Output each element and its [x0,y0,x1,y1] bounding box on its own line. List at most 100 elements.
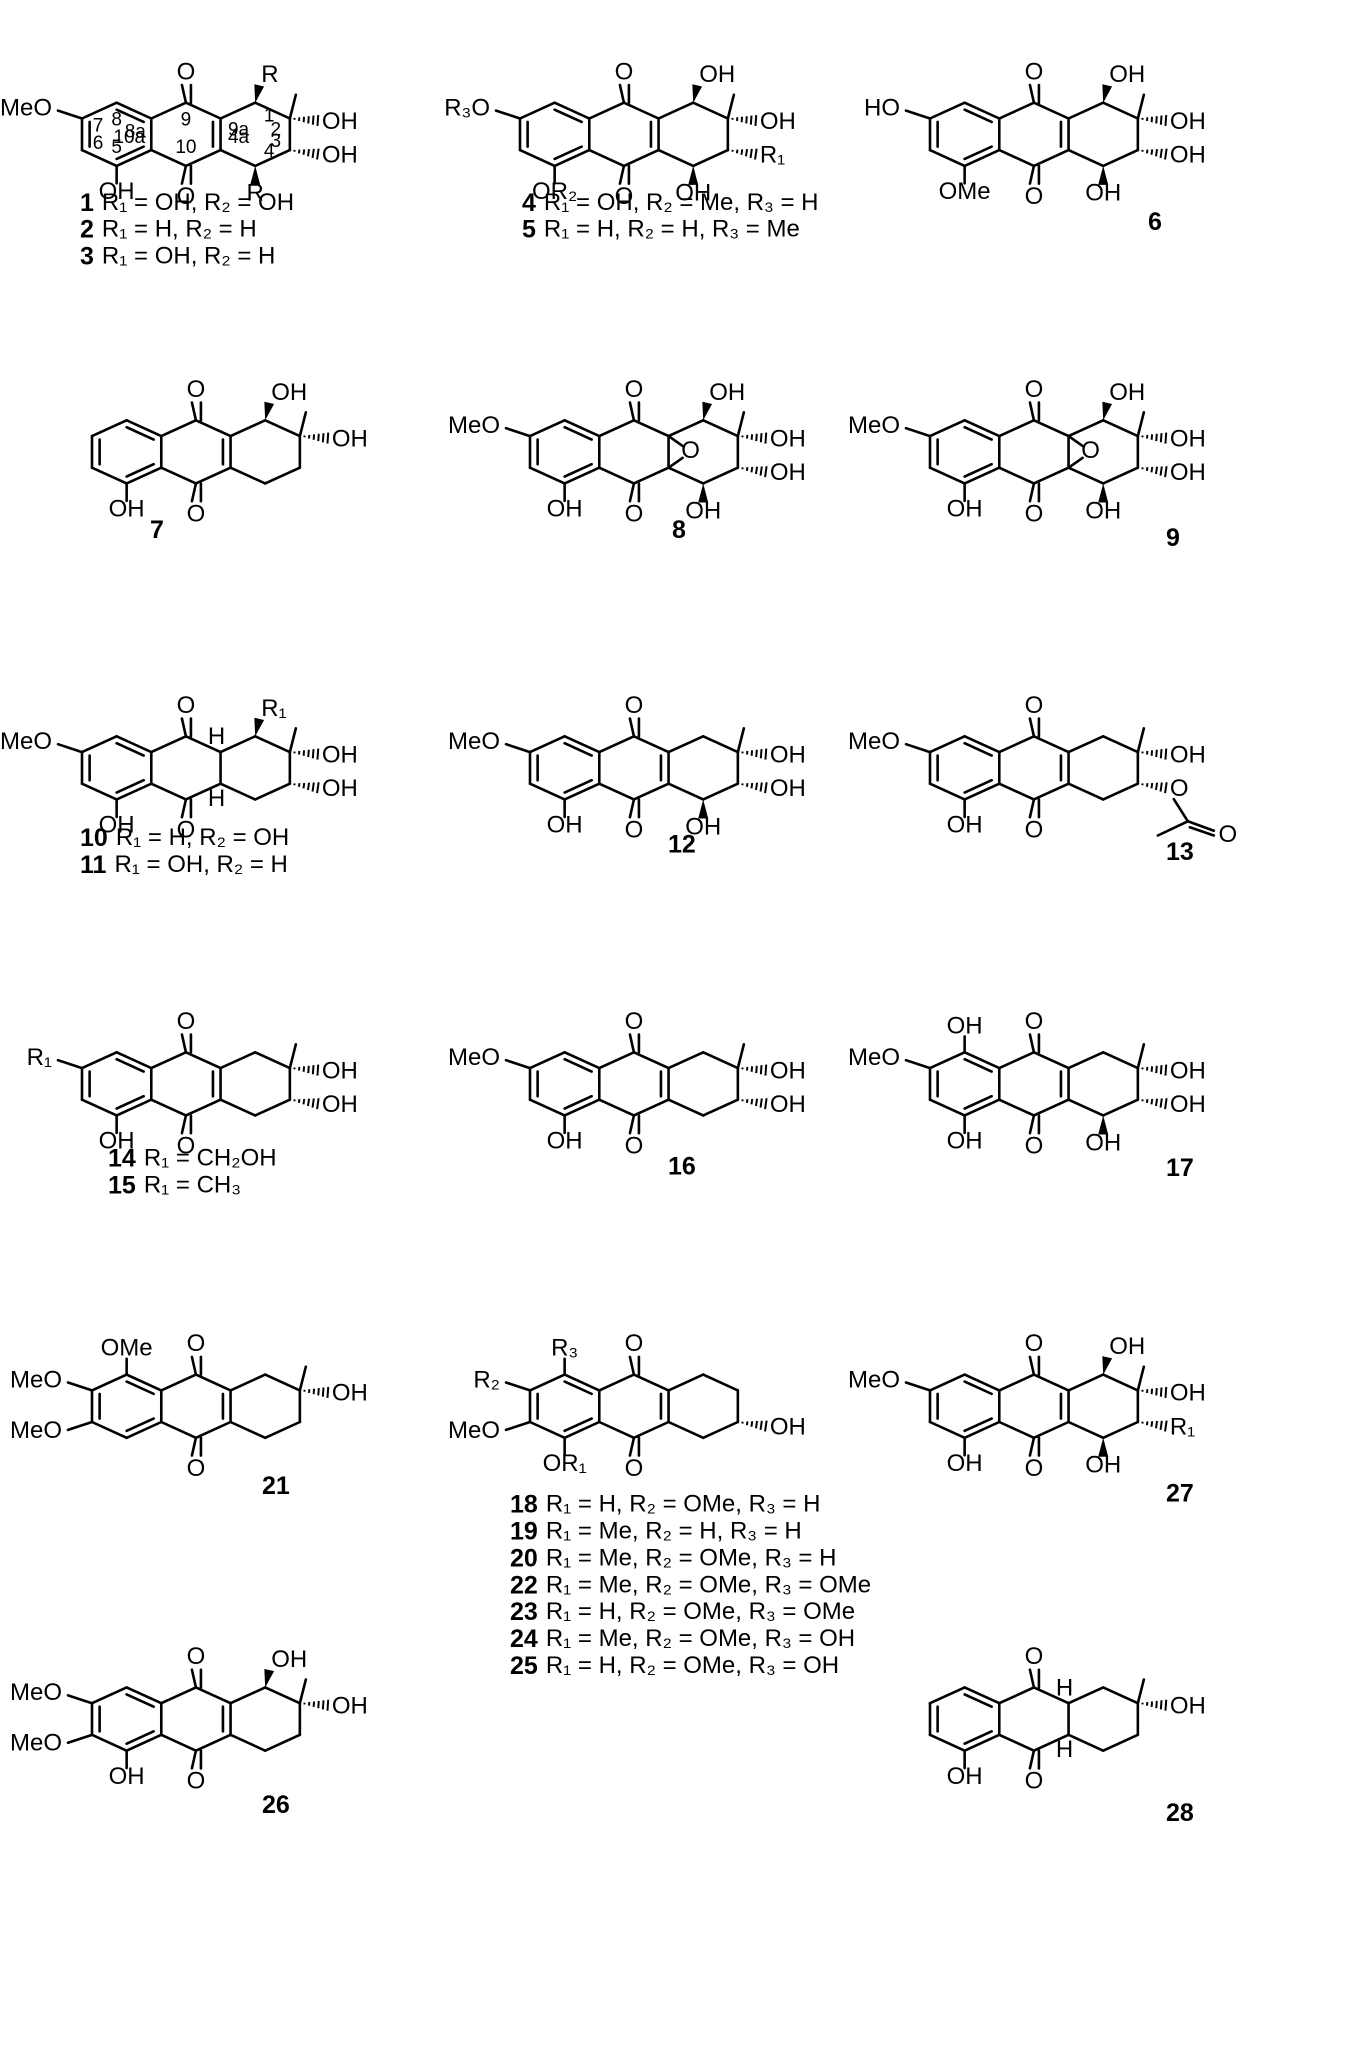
ringB-bond [149,148,188,168]
ringA-bond [928,1686,966,1705]
ringA-bond [563,1050,601,1070]
substituent-c3: OH [322,141,358,168]
carbonyl-bottom-bond [190,1436,198,1457]
substituent-c2: OH [1170,1057,1206,1084]
ringC-bond [667,734,705,754]
substituent-c8: OH [947,1012,983,1039]
ester-carbonyl-bond [1188,825,1216,837]
compound-number: 27 [1166,1479,1194,1507]
ringA-double-bond [963,108,993,124]
carbonyl-oxygen-label: O [177,1133,196,1160]
ringB-bond [997,1420,1036,1440]
ringC-bond [253,782,292,801]
carbonyl-top-bond [628,1033,636,1054]
compound-number: 18 [510,1490,538,1518]
stereo-hash-bond [741,1098,768,1110]
ester-methyl-bond [1156,819,1190,837]
compound-number: 26 [262,1791,290,1819]
compound-substituent-definition: R₁ = H, R₂ = OMe, R₃ = OMe [546,1599,855,1626]
compound-caption: 16 [668,1152,696,1180]
substituent-c5: OR₁ [543,1450,587,1477]
substituent-c2: OH [322,741,358,768]
ringC-bond [701,466,740,485]
ringA-bond [528,418,566,438]
ringA-bond [125,418,163,438]
substituent-bond [904,1381,932,1392]
substituent-c2: OH [1170,1693,1206,1720]
ringA-double-bond [963,778,993,794]
ringA-bond [80,1050,118,1070]
stereo-hash-bond [741,466,768,478]
carbonyl-oxygen-label: O [177,58,196,85]
ringA-double-bond [963,1380,993,1396]
ringC-bond [1101,1733,1140,1752]
ringA-bond [963,1733,1001,1752]
ringC-bond [253,148,292,168]
ringB-bond [184,1050,222,1070]
substituent-c7: MeO [10,1366,62,1393]
ringB-bond [1032,148,1070,168]
ringC-bond [667,1420,705,1440]
carbonyl-bottom-bond [180,164,188,185]
stereo-wedge-bond [1102,401,1113,421]
substituent-c1: OH [699,61,735,88]
substituent-c7: R₁ [27,1044,52,1071]
substituent-bond [904,426,932,438]
ringA-double-bond [963,1057,993,1073]
carbonyl-oxygen-label: O [187,1643,206,1670]
substituent-c2: OH [332,425,368,452]
ringA-bond [90,1373,128,1392]
compound-number: 10 [80,824,108,852]
ringB-bond [149,1098,188,1117]
substituent-c5: OH [109,496,145,523]
epoxide-bond [1067,456,1084,469]
carbonyl-top-bond [1028,717,1036,738]
ester-bond [1172,797,1190,823]
ringA-double-bond [125,1417,155,1433]
epoxide-oxygen: O [681,437,700,464]
substituent-c3: R₁ [1170,1413,1195,1440]
locant-c7: 7 [93,116,104,137]
methyl-bond [298,411,308,438]
stereo-hash-bond [1141,1699,1168,1711]
carbonyl-oxygen-label: O [1025,58,1044,85]
ringB-bond [632,1420,670,1440]
carbonyl-oxygen-label: O [187,1768,206,1795]
methyl-bond [1136,1365,1146,1392]
substituent-bond [904,1058,932,1070]
substituent-c4: OH [685,813,721,840]
compound-number: 2 [80,215,94,243]
stereo-hash-bond [741,1064,768,1076]
ringC-bond [657,148,695,168]
substituent-c2: OH [332,1380,368,1407]
compound-number: 4 [522,188,536,216]
substituent-c5: OH [99,1128,135,1155]
ringC-bond [1067,466,1105,485]
ringA-bond [928,734,966,754]
methyl-bond [1136,411,1146,438]
ringC-bond [219,101,257,120]
compound-caption: 9 [1166,523,1180,551]
ringB-bond [597,466,636,485]
ringC-bond [701,418,740,438]
carbonyl-bottom-bond [628,482,636,503]
carbonyl-oxygen-label: O [625,1330,644,1357]
locant-c4a: 4a [228,127,250,148]
compound-number: 12 [668,830,696,858]
ringC-bond [263,1733,302,1752]
carbonyl-bottom-bond [1028,482,1036,503]
substituent-c3: OH [770,1413,806,1440]
carbonyl-oxygen-label: O [1025,1455,1044,1482]
substituent-c2: OH [1170,741,1206,768]
ringA-bond [115,101,153,120]
ringC-bond [1067,1686,1105,1705]
ringC-bond [667,1098,705,1117]
ringA-bond [963,418,1001,438]
